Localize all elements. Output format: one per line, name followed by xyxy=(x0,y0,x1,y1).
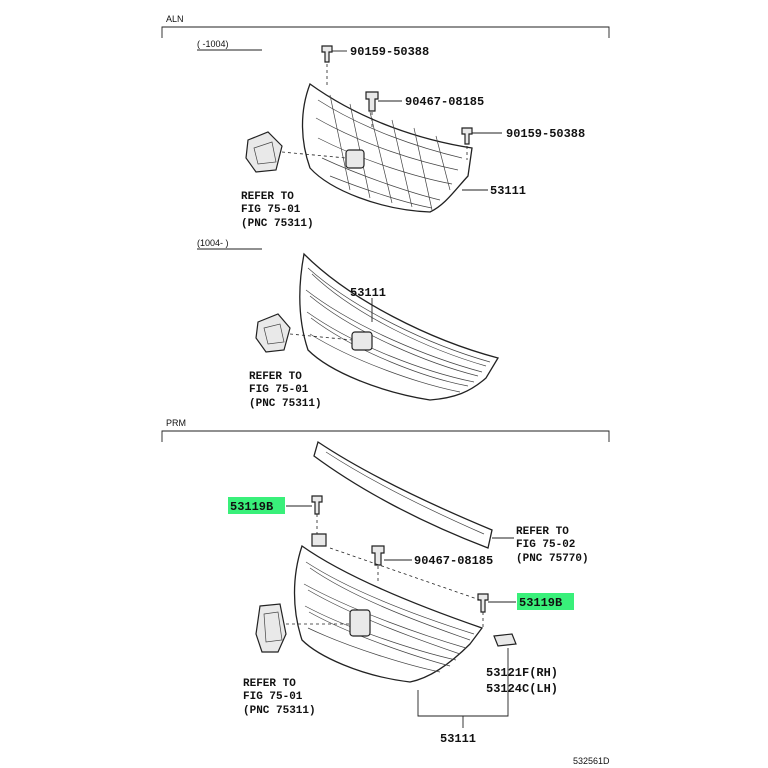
grille-3-outline xyxy=(293,544,484,683)
emblem-2-inner xyxy=(263,323,285,345)
ref-molding-line3: (PNC 75770) xyxy=(516,553,589,565)
ref-emblem-2-line3: (PNC 75311) xyxy=(249,398,322,410)
emblem-1-inner xyxy=(253,141,277,165)
part-bolt-b[interactable]: 90159-50388 xyxy=(506,127,585,141)
part-clip-c[interactable]: 53119B xyxy=(230,500,273,514)
clip-b-icon xyxy=(371,545,385,566)
bolt-a-icon xyxy=(321,45,333,63)
part-bolt-a[interactable]: 90159-50388 xyxy=(350,45,429,59)
emblem-3-icon xyxy=(255,603,287,653)
grille-3-drawing xyxy=(255,495,517,728)
molding-inner xyxy=(325,451,485,535)
clip-d-icon xyxy=(477,593,489,613)
ref-emblem-3-line1: REFER TO xyxy=(243,678,296,690)
molding-rh-lh-icon xyxy=(493,633,517,647)
grille-2-bars-inner xyxy=(309,273,487,387)
grille-2-outline xyxy=(299,252,500,401)
ref-emblem-2-line1: REFER TO xyxy=(249,371,302,383)
grille-3-emblem-mount xyxy=(349,609,371,637)
range-mid-label: (1004- ) xyxy=(197,238,229,248)
grille-2-drawing xyxy=(255,252,500,401)
emblem-2-dash xyxy=(289,333,353,341)
section-aln: ALN ( -1004) (1004- ) xyxy=(161,14,610,250)
part-molding-lh[interactable]: 53124C(LH) xyxy=(486,682,558,696)
part-clip-a[interactable]: 90467-08185 xyxy=(405,95,484,109)
part-clip-b[interactable]: 90467-08185 xyxy=(414,554,493,568)
ref-emblem-2: REFER TO FIG 75-01 (PNC 75311) xyxy=(249,371,322,410)
grille-3-bars-inner xyxy=(307,567,471,667)
emblem-1-icon xyxy=(245,131,283,173)
bolt-b-icon xyxy=(461,127,473,145)
ref-molding-line1: REFER TO xyxy=(516,526,569,538)
grille-2-bars xyxy=(305,267,491,393)
part-grille-3[interactable]: 53111 xyxy=(440,732,476,746)
ref-emblem-3-line3: (PNC 75311) xyxy=(243,705,316,717)
section-prm-bracket xyxy=(161,430,610,442)
grille-1-drawing xyxy=(245,45,502,213)
ref-emblem-1-line1: REFER TO xyxy=(241,191,294,203)
ref-emblem-3-line2: FIG 75-01 xyxy=(243,691,303,703)
ref-molding: REFER TO FIG 75-02 (PNC 75770) xyxy=(516,526,589,565)
emblem-1-dash xyxy=(281,151,347,159)
ref-emblem-1: REFER TO FIG 75-01 (PNC 75311) xyxy=(241,191,314,230)
range-top-label: ( -1004) xyxy=(197,39,229,49)
diagram-id: 532561D xyxy=(573,756,610,766)
ref-molding-line2: FIG 75-02 xyxy=(516,539,575,551)
emblem-3-inner xyxy=(263,611,283,643)
part-molding-rh[interactable]: 53121F(RH) xyxy=(486,666,558,680)
part-clip-d[interactable]: 53119B xyxy=(519,596,562,610)
section-aln-label: ALN xyxy=(166,14,184,24)
section-prm: PRM xyxy=(161,418,610,442)
emblem-2-icon xyxy=(255,313,291,353)
highlight-clip-c xyxy=(228,497,285,514)
grille-2-emblem-mount xyxy=(351,331,373,351)
clip-a-icon xyxy=(365,91,379,112)
grille-3-dash-top xyxy=(329,547,481,601)
grille-3-bars xyxy=(303,561,475,673)
highlight-clip-d xyxy=(517,593,574,610)
grille-3-tab-left xyxy=(311,533,327,547)
ref-emblem-2-line2: FIG 75-01 xyxy=(249,384,309,396)
molding-drawing xyxy=(313,440,514,549)
ref-emblem-1-line3: (PNC 75311) xyxy=(241,218,314,230)
ref-emblem-3: REFER TO FIG 75-01 (PNC 75311) xyxy=(243,678,316,717)
part-grille-2[interactable]: 53111 xyxy=(350,286,386,300)
section-prm-label: PRM xyxy=(166,418,186,428)
grille-1-emblem-mount xyxy=(345,149,365,169)
molding-outline xyxy=(313,440,493,549)
section-aln-bracket xyxy=(161,26,610,38)
grille-1-mesh-h xyxy=(315,99,463,209)
ref-emblem-1-line2: FIG 75-01 xyxy=(241,204,301,216)
part-grille-1[interactable]: 53111 xyxy=(490,184,526,198)
grille-1-outline xyxy=(301,82,473,213)
clip-c-icon xyxy=(311,495,323,515)
